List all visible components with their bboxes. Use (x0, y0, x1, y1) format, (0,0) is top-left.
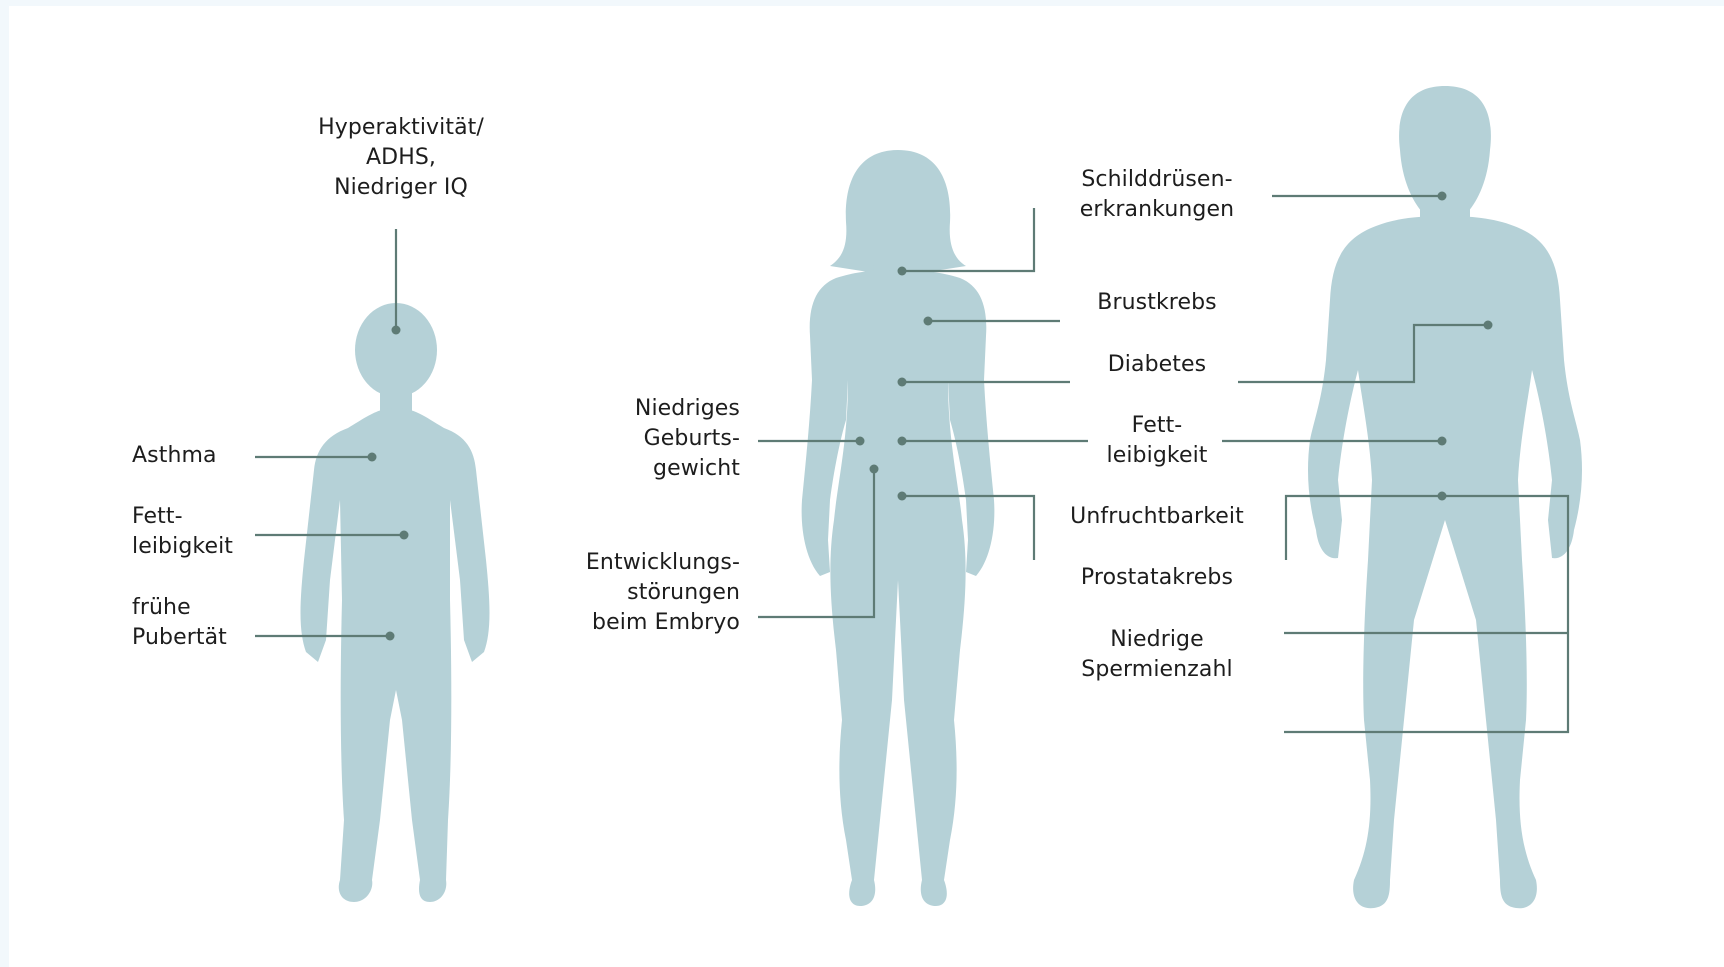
label-breast-cancer: Brustkrebs (1040, 288, 1274, 318)
label-embryo-development-disorders: Entwicklungs- störungen beim Embryo (540, 548, 740, 638)
label-prostate-cancer: Prostatakrebs (1040, 563, 1274, 593)
child-silhouette (301, 303, 490, 902)
label-low-birth-weight: Niedriges Geburts- gewicht (558, 394, 740, 484)
label-infertility: Unfruchtbarkeit (1040, 502, 1274, 532)
label-diabetes: Diabetes (1040, 350, 1274, 380)
woman-silhouette (802, 150, 995, 906)
label-obesity: Fett- leibigkeit (1040, 411, 1274, 471)
label-low-sperm-count: Niedrige Spermienzahl (1040, 625, 1274, 685)
label-hyperactivity-adhs-low-iq: Hyperaktivität/ ADHS, Niedriger IQ (306, 113, 496, 203)
label-asthma: Asthma (132, 441, 217, 471)
label-child-obesity: Fett- leibigkeit (132, 502, 233, 562)
label-early-puberty: frühe Pubertät (132, 593, 227, 653)
label-thyroid-disease: Schilddrüsen- erkrankungen (1040, 165, 1274, 225)
